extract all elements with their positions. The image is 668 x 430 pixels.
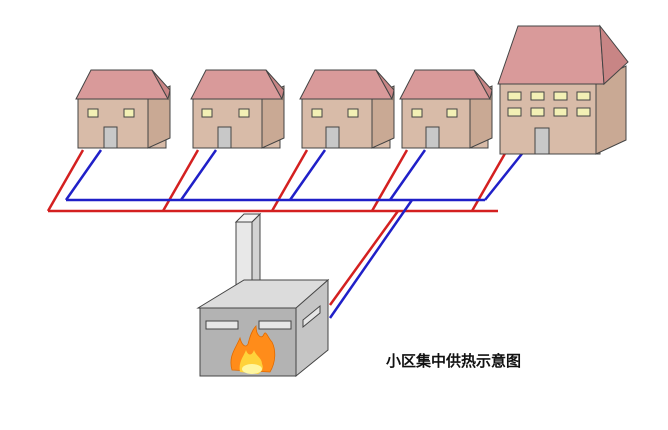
- window-icon: [530, 91, 545, 101]
- house-roof-side: [473, 69, 493, 101]
- door-icon: [325, 126, 340, 149]
- window-icon: [123, 108, 135, 118]
- boiler-house-icon: [196, 212, 330, 378]
- vent-window-icon: [258, 320, 292, 330]
- window-icon: [446, 108, 458, 118]
- house-icon: [299, 69, 395, 149]
- building-roof: [497, 25, 605, 85]
- door-icon: [103, 126, 118, 149]
- return-branch-apartment: [484, 149, 526, 201]
- boiler-side-wall: [295, 278, 329, 378]
- door-icon: [217, 126, 232, 149]
- return-riser-boiler: [328, 199, 414, 319]
- building-roof-side: [599, 24, 629, 86]
- window-icon: [411, 108, 423, 118]
- supply-branch-house-3: [270, 149, 309, 212]
- return-branch-house-4: [388, 149, 427, 201]
- return-pipe-network: [64, 149, 526, 319]
- window-icon: [530, 107, 545, 117]
- door-icon: [534, 127, 550, 155]
- window-icon: [507, 91, 522, 101]
- house-roof-side: [265, 69, 285, 101]
- door-icon: [425, 126, 440, 149]
- house-roof-side: [151, 69, 171, 101]
- side-vent-icon: [302, 304, 321, 329]
- return-branch-house-2: [179, 149, 218, 201]
- window-icon: [576, 91, 591, 101]
- house-icon: [190, 69, 285, 149]
- supply-riser-boiler: [328, 210, 400, 306]
- diagram-caption: 小区集中供热示意图: [386, 352, 522, 370]
- window-icon: [311, 108, 323, 118]
- building-wall: [499, 79, 601, 155]
- window-icon: [553, 107, 568, 117]
- apartment-building-icon: [497, 24, 629, 155]
- window-icon: [87, 108, 99, 118]
- window-icon: [507, 107, 522, 117]
- vent-window-icon: [205, 320, 239, 330]
- supply-branch-house-2: [161, 149, 200, 212]
- supply-branch-house-1: [46, 149, 85, 212]
- house-roof-side: [375, 69, 395, 101]
- window-icon: [201, 108, 213, 118]
- chimney-top: [234, 213, 262, 223]
- house-icon: [75, 69, 171, 149]
- window-icon: [238, 108, 250, 118]
- window-icon: [553, 91, 568, 101]
- supply-branch-house-4: [370, 149, 409, 212]
- window-icon: [347, 108, 359, 118]
- return-branch-house-3: [288, 149, 327, 201]
- fire-icon: [230, 325, 276, 374]
- return-branch-house-1: [64, 149, 103, 201]
- house-icon: [399, 69, 493, 149]
- window-icon: [576, 107, 591, 117]
